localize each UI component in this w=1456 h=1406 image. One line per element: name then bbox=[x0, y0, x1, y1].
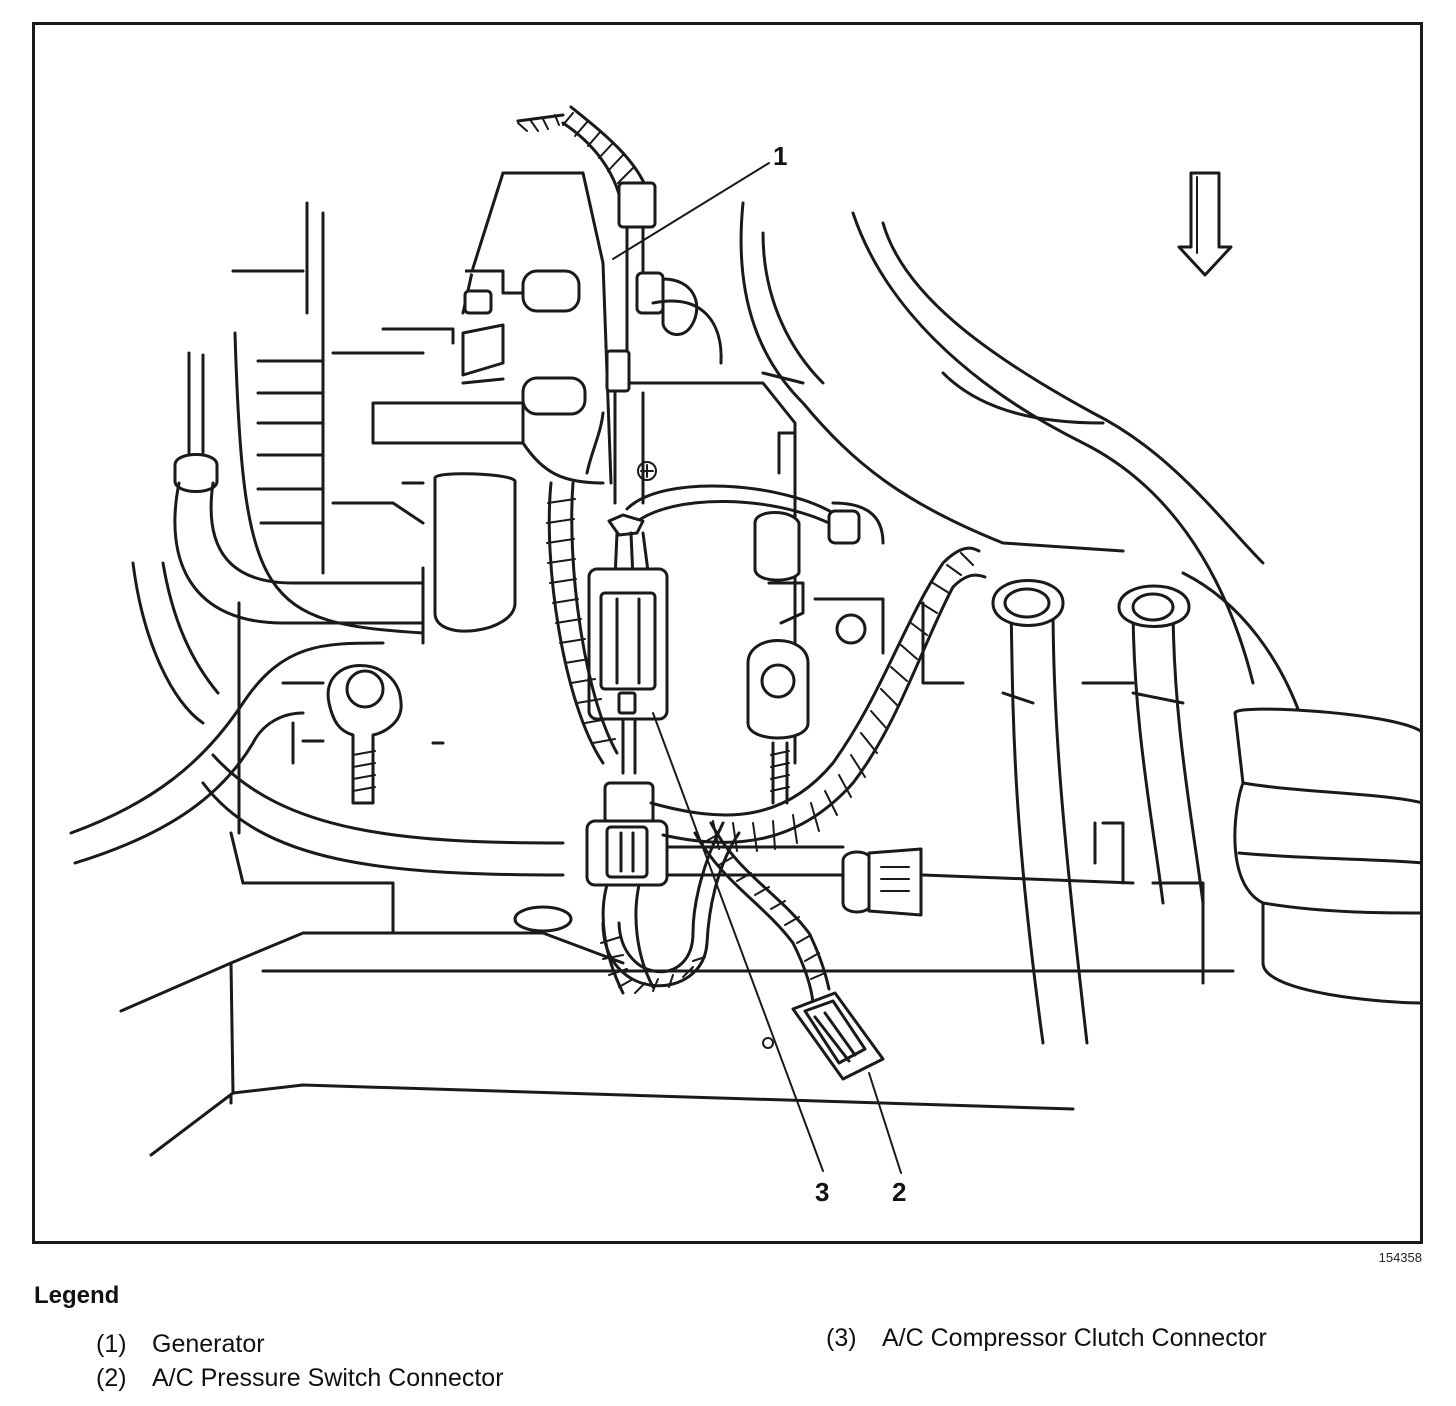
legend-item-number: (3) bbox=[826, 1324, 857, 1352]
callout-1-label: 1 bbox=[773, 141, 787, 171]
harness-loop bbox=[546, 481, 741, 994]
compressor-clutch-connector bbox=[587, 513, 669, 775]
figure-id-label: 154358 bbox=[1378, 1250, 1422, 1265]
legend-item-number: (2) bbox=[96, 1364, 127, 1392]
pressure-switch-connector bbox=[791, 991, 885, 1081]
harness-connector-lower bbox=[585, 781, 669, 995]
callout-2: 2 bbox=[868, 1072, 906, 1207]
inline-connector bbox=[841, 847, 923, 917]
callout-2-label: 2 bbox=[892, 1177, 906, 1207]
legend-item-label: A/C Compressor Clutch Connector bbox=[882, 1324, 1267, 1352]
terminal-symbol bbox=[637, 461, 657, 481]
upper-harness bbox=[516, 105, 699, 505]
legend-title: Legend bbox=[34, 1282, 120, 1309]
legend-item-label: A/C Pressure Switch Connector bbox=[152, 1364, 504, 1392]
callout-3: 3 bbox=[652, 712, 829, 1207]
legend-item-pressure-switch-connector: (2) A/C Pressure Switch Connector bbox=[96, 1364, 504, 1393]
legend-item-number: (1) bbox=[96, 1330, 127, 1358]
callout-3-label: 3 bbox=[815, 1177, 829, 1207]
down-arrow-icon bbox=[1177, 171, 1233, 277]
legend-item-generator: (1) Generator bbox=[96, 1330, 265, 1359]
legend-item-label: Generator bbox=[152, 1330, 265, 1358]
left-hoses bbox=[69, 351, 1135, 885]
engine-compartment-illustration: 1 3 2 bbox=[69, 105, 1420, 1207]
legend-item-compressor-clutch-connector: (3) A/C Compressor Clutch Connector bbox=[826, 1324, 1267, 1353]
callout-1: 1 bbox=[612, 141, 787, 260]
mounting-bracket bbox=[281, 299, 885, 805]
pressure-switch-wire bbox=[693, 821, 831, 1005]
wire-to-bracket bbox=[625, 484, 861, 545]
right-harness bbox=[649, 546, 987, 852]
ac-hoses bbox=[739, 201, 1420, 1045]
generator-body bbox=[231, 171, 613, 645]
figure-frame: 1 3 2 bbox=[32, 22, 1423, 1244]
